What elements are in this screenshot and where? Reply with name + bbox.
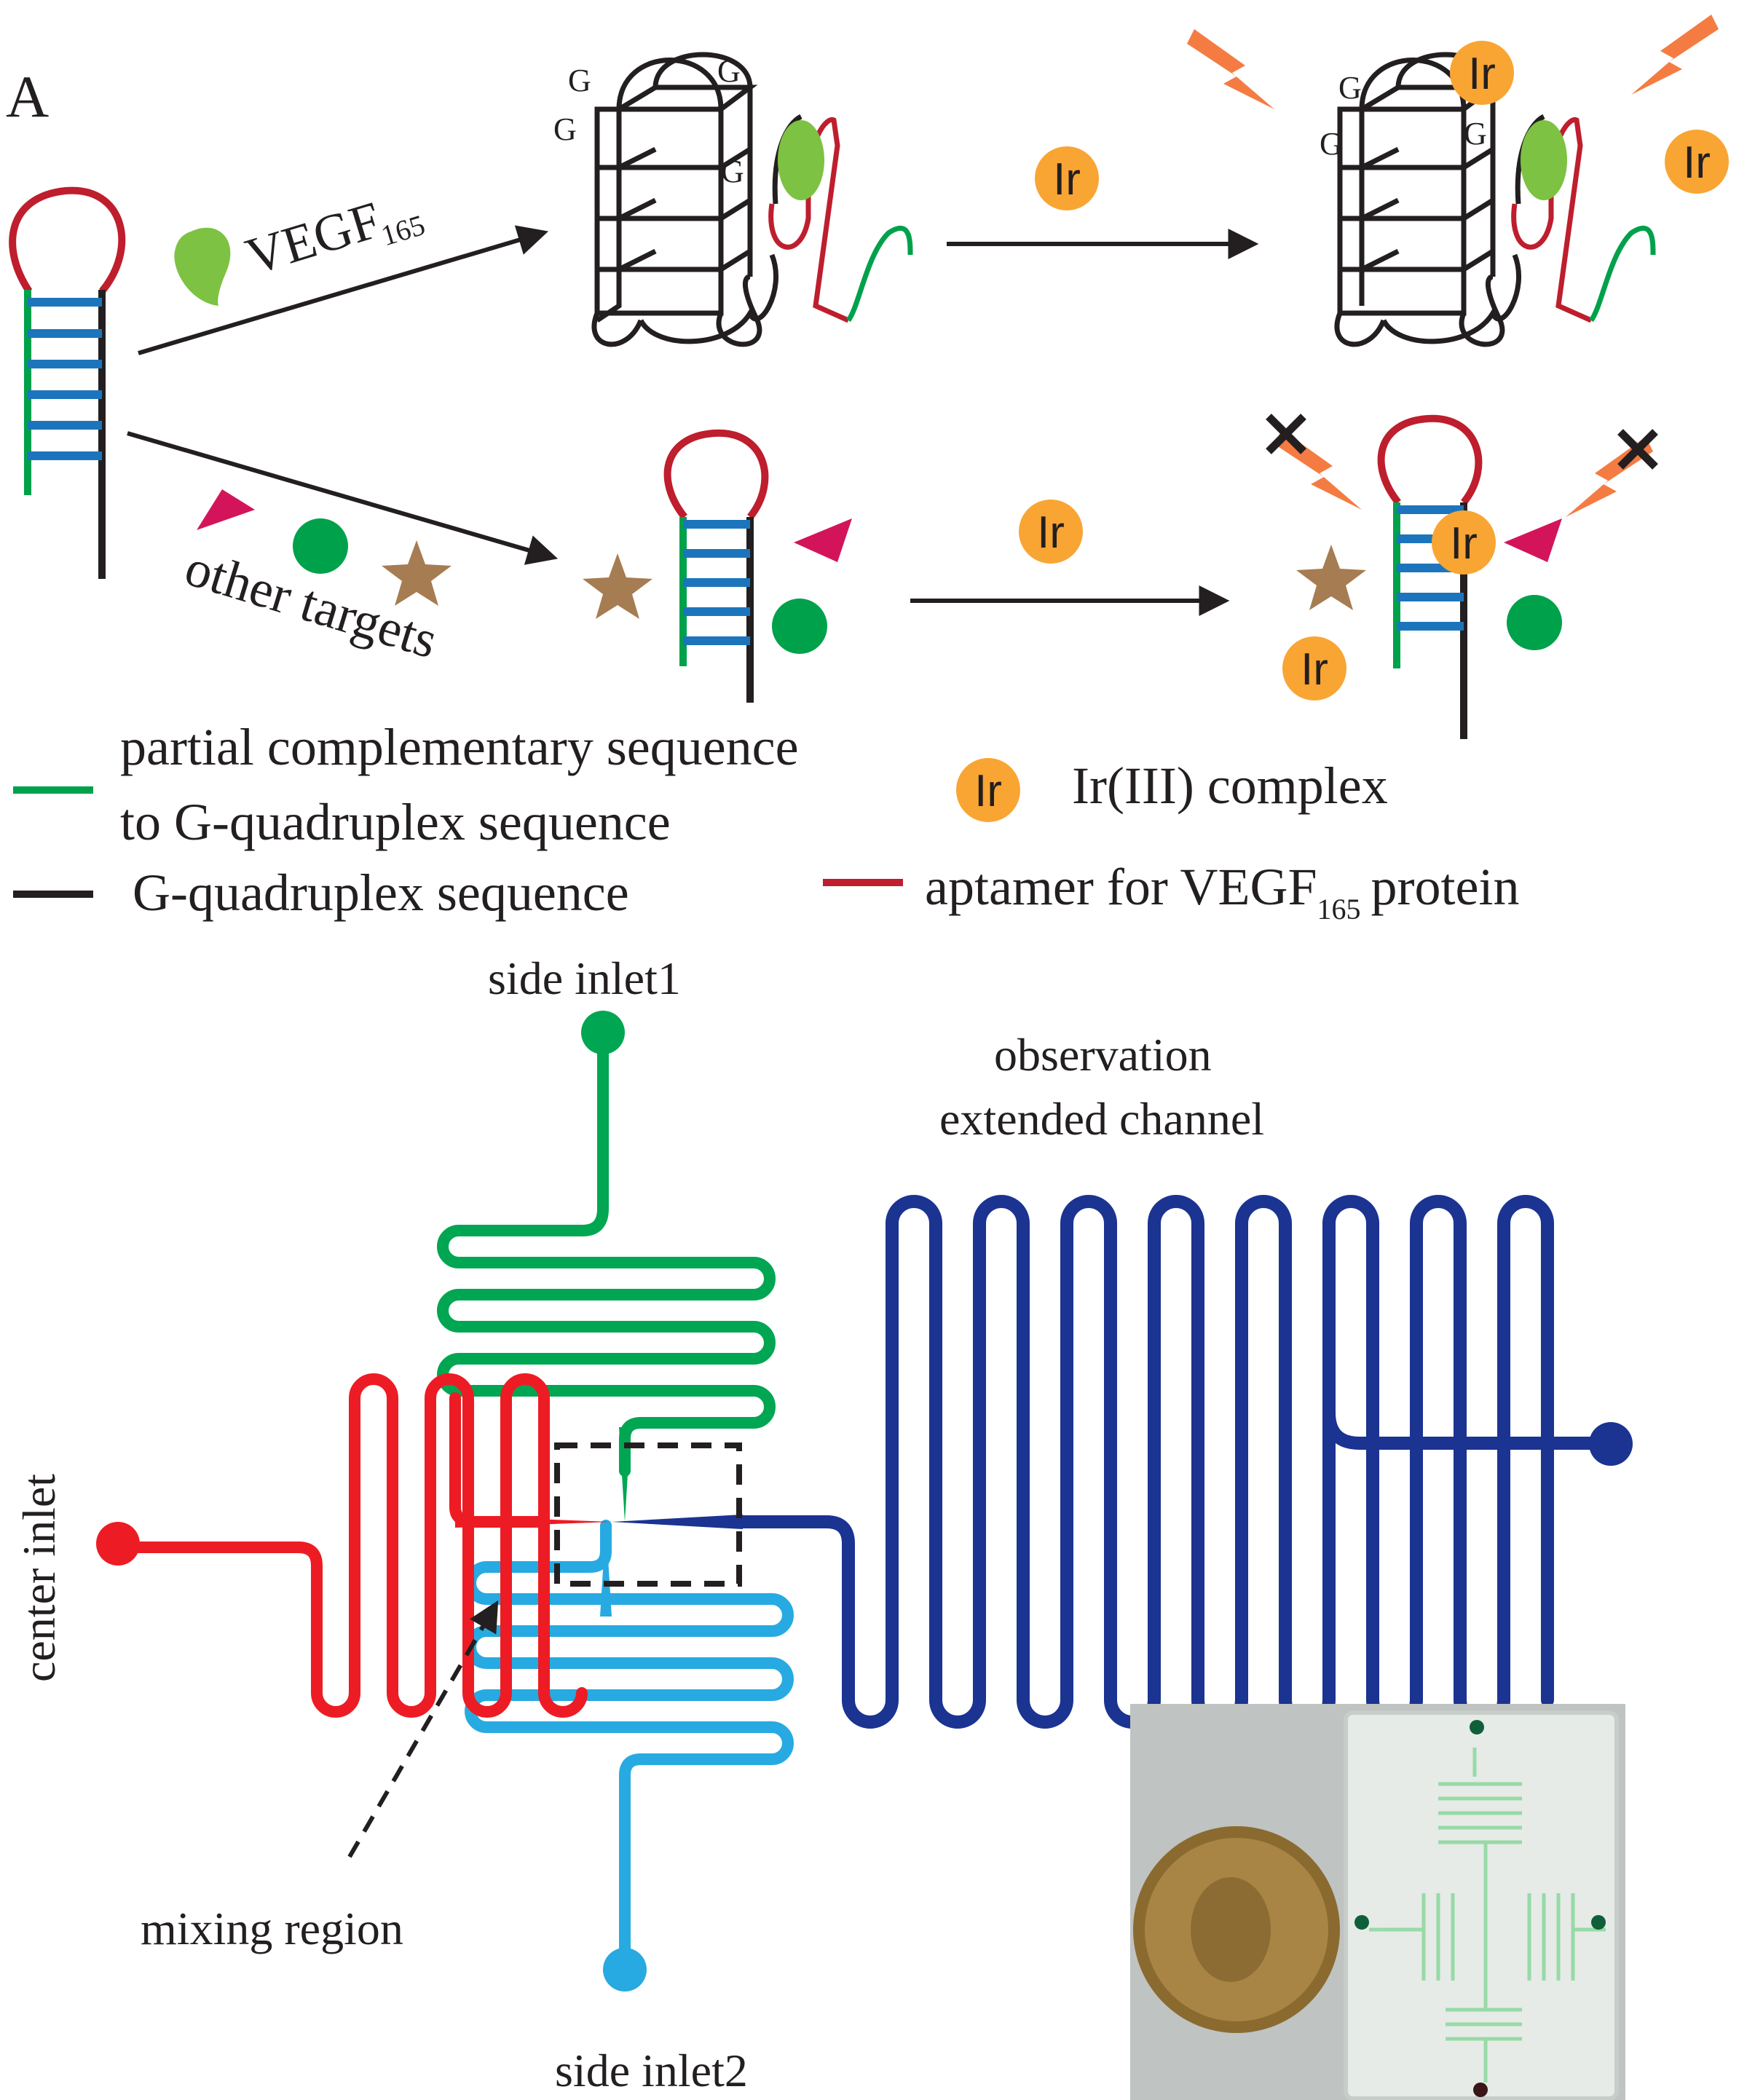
svg-text:165: 165 [377, 208, 429, 253]
ir-ball-bound: Ir [1450, 41, 1514, 105]
bound-vegf-icon [778, 120, 824, 200]
lightning-icon-1 [1187, 29, 1274, 109]
side-inlet2-port [603, 1948, 647, 1992]
observation-label-1: observation [994, 1029, 1212, 1081]
circle-target-icon [293, 518, 348, 574]
base-pairs [28, 298, 102, 460]
lightning-icon-2 [1631, 15, 1719, 95]
mixing-region-arrow [347, 1600, 499, 1858]
g-quadruplex-structure [591, 52, 778, 347]
g-label-6: G [1320, 126, 1343, 162]
g-label-7: G [1464, 116, 1487, 151]
star-target-icon-3 [1296, 545, 1366, 610]
triangle-target-icon [197, 489, 255, 530]
ir-ball-arrow-upper: Ir [1035, 146, 1099, 210]
panel-label: A [6, 63, 49, 130]
triangle-target-icon-2 [794, 518, 852, 562]
side-inlet1-port [581, 1011, 625, 1054]
legend-black-label: G-quadruplex sequence [133, 864, 629, 922]
quench-x-icon-2 [1617, 429, 1658, 470]
side-inlet1-label: side inlet1 [488, 952, 681, 1004]
circle-target-icon-3 [1507, 595, 1562, 650]
g-label-5: G [1338, 70, 1362, 106]
navy-channel [729, 1195, 1554, 1729]
glass-chip-icon [1344, 1710, 1619, 2100]
navy-taper [612, 1515, 743, 1529]
mixing-region-label: mixing region [141, 1903, 403, 1954]
svg-text:Ir: Ir [1468, 49, 1496, 99]
g-label-4: G [721, 154, 744, 189]
quench-x-icon-1 [1266, 414, 1306, 454]
svg-text:Ir: Ir [974, 766, 1002, 816]
g-label-3: G [553, 111, 577, 147]
outlet-port [1589, 1422, 1633, 1466]
complementary-free [846, 226, 913, 323]
ir-ball-arrow-lower: Ir [1019, 500, 1083, 564]
observation-label-2: extended channel [939, 1093, 1264, 1145]
navy-outlet [1322, 1217, 1616, 1450]
arrow-other-targets [127, 431, 559, 565]
legend-green-label-1: partial complementary sequence [120, 718, 799, 776]
g-label-2: G [717, 53, 741, 89]
red-channel [114, 1373, 588, 1718]
triangle-target-icon-3 [1504, 518, 1562, 562]
side-inlet2-label: side inlet2 [555, 2045, 748, 2096]
svg-text:Ir: Ir [1301, 644, 1328, 695]
red-taper [455, 1516, 612, 1528]
star-target-icon-2 [583, 553, 652, 619]
green-taper [619, 1427, 631, 1522]
lightblue-channel [465, 1520, 794, 1968]
g-label-1: G [568, 63, 591, 98]
aptamer-loop [9, 186, 126, 294]
chip-photo [1130, 1704, 1625, 2100]
svg-text:Ir: Ir [1037, 508, 1065, 558]
legend-green-label-2: to G-quadruplex sequence [120, 793, 671, 851]
mixing-region-box [554, 1442, 742, 1587]
svg-text:Ir: Ir [1450, 518, 1478, 569]
green-channel [437, 1035, 776, 1477]
star-target-icon [382, 540, 451, 606]
svg-text:VEGF: VEGF [240, 190, 387, 285]
hairpin-probe [9, 186, 126, 579]
arrow-vegf-path [138, 225, 549, 355]
svg-text:Ir: Ir [1053, 154, 1081, 205]
legend-ir-label: Ir(III) complex [1072, 757, 1388, 815]
center-inlet-label: center inlet [13, 1474, 65, 1682]
lightning-icon-3 [1274, 430, 1362, 510]
ir-ball-free-upper: Ir [1665, 130, 1729, 194]
ir-ball-free-lower: Ir [1282, 636, 1346, 700]
lightblue-taper [600, 1523, 612, 1617]
hairpin-unchanged [663, 429, 769, 703]
g-quadruplex-ir-structure [1334, 52, 1656, 347]
svg-text:Ir: Ir [1683, 138, 1711, 188]
circle-target-icon-2 [772, 599, 827, 654]
hairpin-with-ir [1377, 414, 1483, 739]
legend-ir-icon: Ir [956, 758, 1020, 822]
center-inlet-port [96, 1522, 140, 1566]
vegf-protein-icon [174, 227, 231, 306]
ir-ball-on-hairpin: Ir [1432, 510, 1496, 575]
aptamer-bound [768, 117, 850, 323]
